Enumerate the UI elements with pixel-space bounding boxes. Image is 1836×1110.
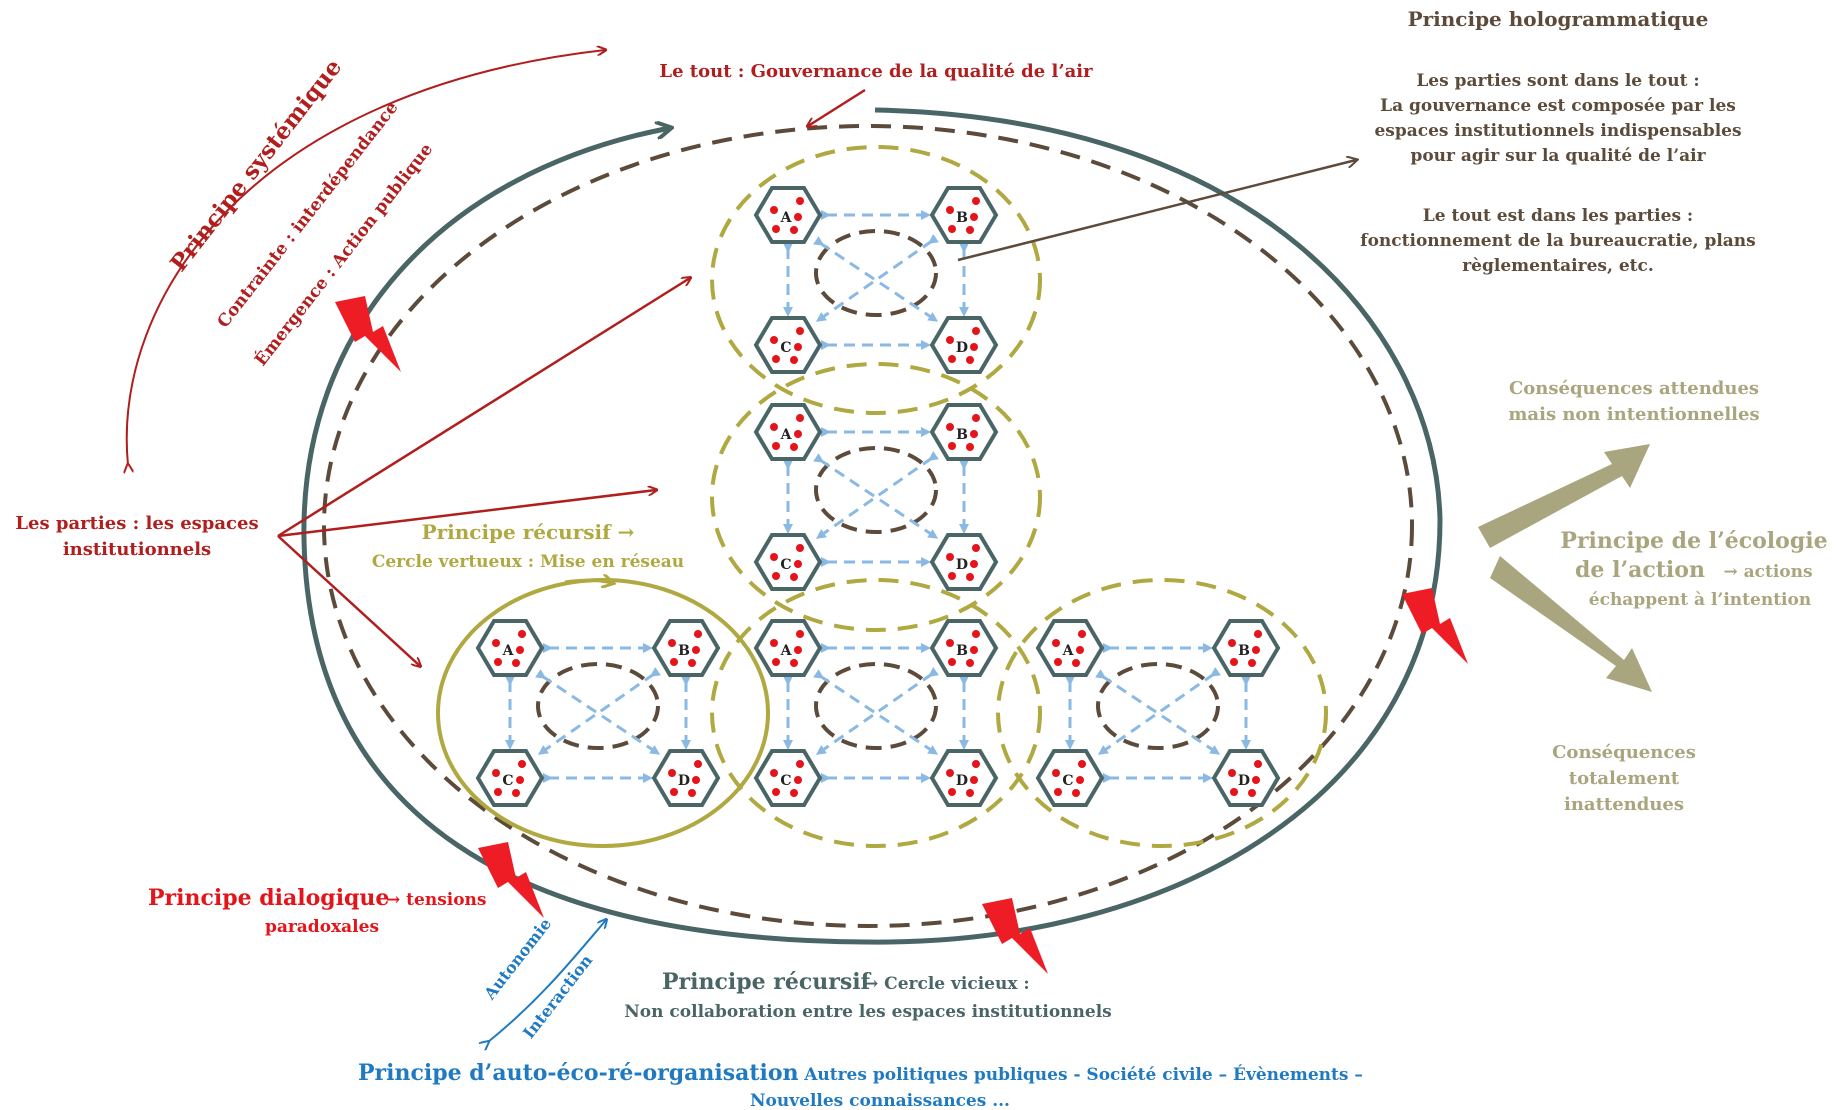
parts-label-line1: Les parties : les espaces bbox=[15, 513, 258, 534]
node-label-c: C bbox=[780, 340, 791, 356]
system-boundary-dashed bbox=[322, 124, 1414, 928]
lightning-icon bbox=[478, 842, 544, 918]
node-label-c: C bbox=[780, 773, 791, 789]
auto-organisation-title: Principe d’auto-éco-ré-organisation bbox=[358, 1060, 799, 1086]
expected-consequences-line2: mais non intentionnelles bbox=[1508, 404, 1759, 425]
hologrammatic-line: Le tout est dans les parties : bbox=[1423, 206, 1693, 226]
node-label-a: A bbox=[780, 643, 793, 659]
whole-pointer-arrow bbox=[808, 88, 866, 126]
auto-organisation-rest: : Autres politiques publiques - Société … bbox=[792, 1064, 1363, 1085]
node-label-b: B bbox=[956, 210, 968, 226]
systemic-curved-arrow bbox=[127, 50, 605, 465]
parts-arrow-middle bbox=[277, 490, 656, 538]
unexpected-consequences-line1: Conséquences bbox=[1552, 742, 1696, 763]
recursive-virtuous-title: Principe récursif → bbox=[422, 520, 635, 544]
hologrammatic-line: Les parties sont dans le tout : bbox=[1416, 71, 1699, 91]
hologrammatic-title: Principe hologrammatique bbox=[1408, 7, 1709, 31]
node-label-d: D bbox=[956, 340, 968, 356]
node-label-d: D bbox=[956, 557, 968, 573]
whole-label: Le tout : Gouvernance de la qualité de l… bbox=[659, 61, 1093, 82]
node-label-a: A bbox=[502, 643, 515, 659]
node-label-d: D bbox=[956, 773, 968, 789]
node-label-d: D bbox=[1238, 773, 1250, 789]
virtuous-circle-ring bbox=[436, 578, 770, 848]
recursive-vicious-line2: Non collaboration entre les espaces inst… bbox=[624, 1002, 1111, 1022]
hologrammatic-line: règlementaires, etc. bbox=[1462, 256, 1654, 276]
hologrammatic-line: espaces institutionnels indispensables bbox=[1374, 121, 1741, 141]
hologrammatic-line: La gouvernance est composée par les bbox=[1380, 96, 1736, 116]
ecology-title-line1: Principe de l’écologie bbox=[1560, 528, 1827, 554]
unexpected-consequences-arrow bbox=[1490, 556, 1652, 692]
parts-label-line2: institutionnels bbox=[63, 539, 211, 560]
node-label-d: D bbox=[678, 773, 690, 789]
ecology-line3: échappent à l’intention bbox=[1589, 590, 1811, 610]
node-label-a: A bbox=[780, 427, 793, 443]
module-ring-bottom-center bbox=[710, 578, 1042, 848]
module-ring-right bbox=[996, 578, 1328, 848]
auto-organisation-line2: Nouvelles connaissances ... bbox=[750, 1091, 1010, 1110]
lightning-icon bbox=[1402, 588, 1468, 664]
module-ring-top bbox=[710, 145, 1042, 415]
node-label-c: C bbox=[1062, 773, 1073, 789]
parts-arrow-top bbox=[277, 278, 690, 538]
virtuous-circle-arrow bbox=[564, 580, 612, 583]
recursive-vicious-title: Principe récursif bbox=[662, 969, 872, 995]
unexpected-consequences-line2: totalement bbox=[1569, 768, 1680, 789]
dialogic-line2: paradoxales bbox=[265, 917, 379, 937]
node-label-b: B bbox=[956, 643, 968, 659]
expected-consequences-arrow bbox=[1478, 444, 1650, 548]
module-ring-middle bbox=[710, 362, 1042, 632]
node-label-c: C bbox=[502, 773, 513, 789]
node-label-c: C bbox=[780, 557, 791, 573]
node-label-b: B bbox=[956, 427, 968, 443]
unexpected-consequences-line3: inattendues bbox=[1564, 794, 1684, 815]
autonomy-arrow bbox=[488, 920, 606, 1042]
ecology-title-line2: de l’action bbox=[1575, 557, 1705, 583]
hologrammatic-pointer bbox=[957, 160, 1356, 262]
hologrammatic-line: fonctionnement de la bureaucratie, plans bbox=[1360, 231, 1755, 251]
systemique-title: Principe systémique bbox=[165, 54, 347, 277]
dialogic-arrow-text: → tensions bbox=[386, 890, 487, 910]
node-label-b: B bbox=[1238, 643, 1250, 659]
hologrammatic-line: pour agir sur la qualité de l’air bbox=[1410, 146, 1706, 166]
node-label-a: A bbox=[1062, 643, 1075, 659]
interaction-label: Interaction bbox=[519, 951, 596, 1043]
recursive-virtuous-subtitle: Cercle vertueux : Mise en réseau bbox=[372, 552, 684, 572]
expected-consequences-line1: Conséquences attendues bbox=[1509, 378, 1759, 399]
dialogic-title: Principe dialogique bbox=[148, 885, 389, 911]
parts-arrow-bottom bbox=[277, 535, 420, 666]
ecology-arrow-text: → actions bbox=[1723, 562, 1812, 582]
node-label-b: B bbox=[678, 643, 690, 659]
node-label-a: A bbox=[780, 210, 793, 226]
recursive-vicious-arrow-text: → Cercle vicieux : bbox=[864, 974, 1030, 994]
